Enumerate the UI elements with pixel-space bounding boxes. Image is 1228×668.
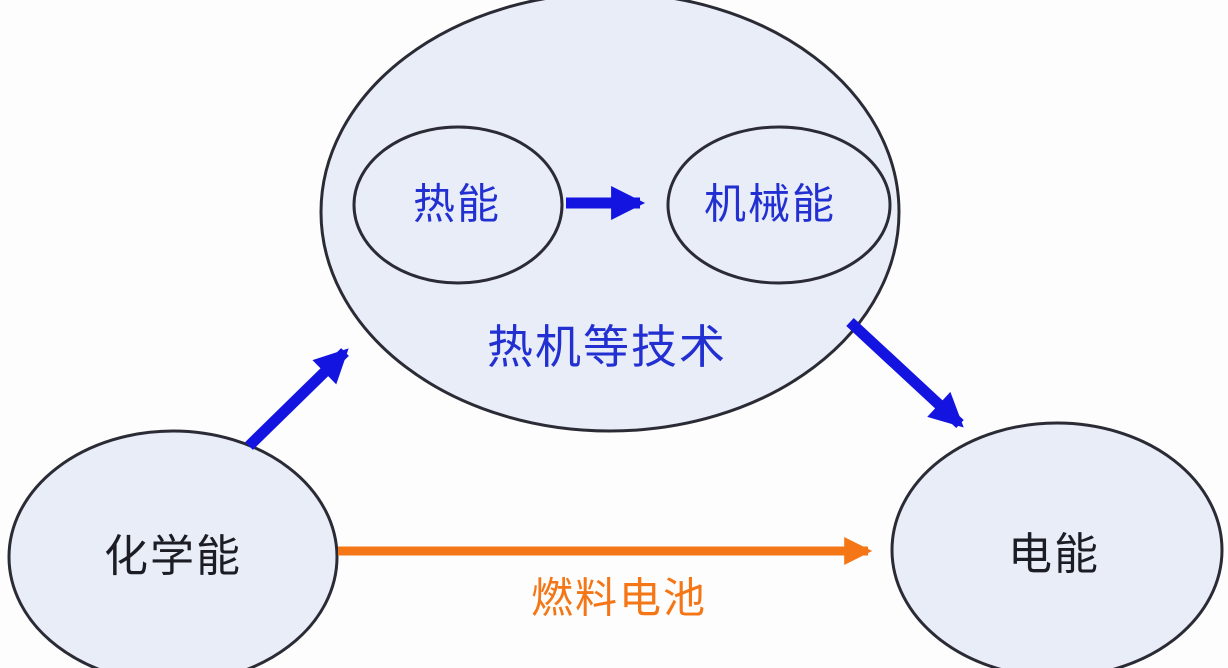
label-mechanical: 机械能 [703, 180, 837, 228]
label-thermal: 热能 [412, 180, 502, 228]
node-thermal-ellipse [352, 125, 564, 285]
label-electrical: 电能 [1008, 530, 1100, 579]
node-electrical-ellipse [890, 421, 1224, 668]
arrow-heat-engine-to-electrical [846, 317, 964, 429]
node-mechanical-ellipse [666, 125, 892, 285]
node-chemical-ellipse [7, 429, 339, 668]
node-heat-engine-group-ellipse [319, 0, 901, 433]
label-fuel-cell: 燃料电池 [530, 574, 708, 622]
label-chemical: 化学能 [104, 532, 242, 581]
label-heat-engine-group: 热机等技术 [487, 321, 727, 373]
arrow-chemical-to-heat-engine [245, 348, 349, 450]
